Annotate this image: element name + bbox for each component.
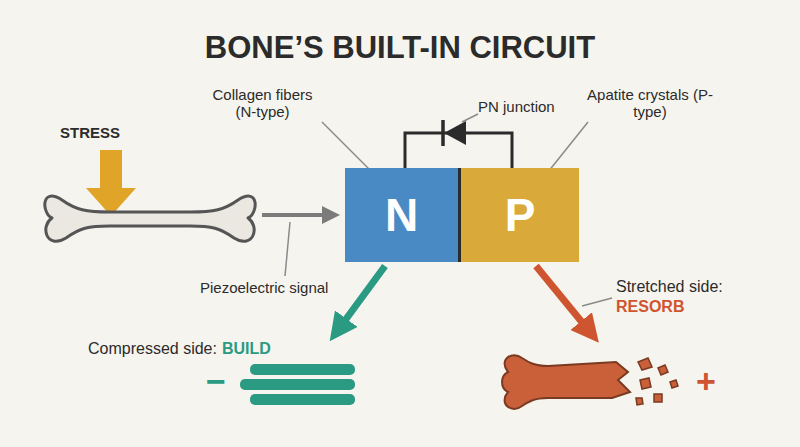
diode-symbol — [444, 121, 466, 145]
charge-sign: − — [198, 362, 234, 401]
p-type-box: P — [461, 168, 579, 262]
part-label: PN junction — [478, 98, 588, 115]
outcome-label: Stretched side: — [616, 278, 746, 296]
resorb-arrow — [536, 266, 590, 332]
stress-label: STRESS — [50, 124, 130, 141]
signal-arrow — [262, 213, 325, 217]
outcome-label: Compressed side: — [88, 340, 217, 358]
n-type-box: N — [345, 168, 461, 262]
new-bone-layers — [240, 364, 355, 405]
signal-label: Piezoelectric signal — [200, 279, 360, 296]
leader-line — [582, 298, 612, 306]
leader-line — [462, 114, 478, 122]
leader-line — [322, 122, 372, 172]
arrow-head — [322, 206, 340, 224]
leader-line — [548, 122, 588, 172]
diode-bar — [441, 120, 445, 146]
bone-fragments — [636, 358, 678, 405]
resorbed-bone — [502, 355, 630, 409]
title: BONE’S BUILT-IN CIRCUIT — [0, 30, 800, 66]
leader-line — [285, 222, 290, 276]
stress-arrow — [86, 150, 136, 216]
bone — [45, 196, 255, 241]
outcome-word: RESORB — [616, 298, 716, 316]
part-label: Apatite crystals (P-type) — [585, 86, 715, 121]
part-label: Collagen fibers (N-type) — [200, 86, 325, 121]
outcome-word: BUILD — [222, 340, 271, 358]
charge-sign: + — [688, 362, 724, 401]
build-arrow — [338, 266, 385, 330]
box-letter: N — [385, 188, 418, 242]
box-letter: P — [505, 188, 536, 242]
